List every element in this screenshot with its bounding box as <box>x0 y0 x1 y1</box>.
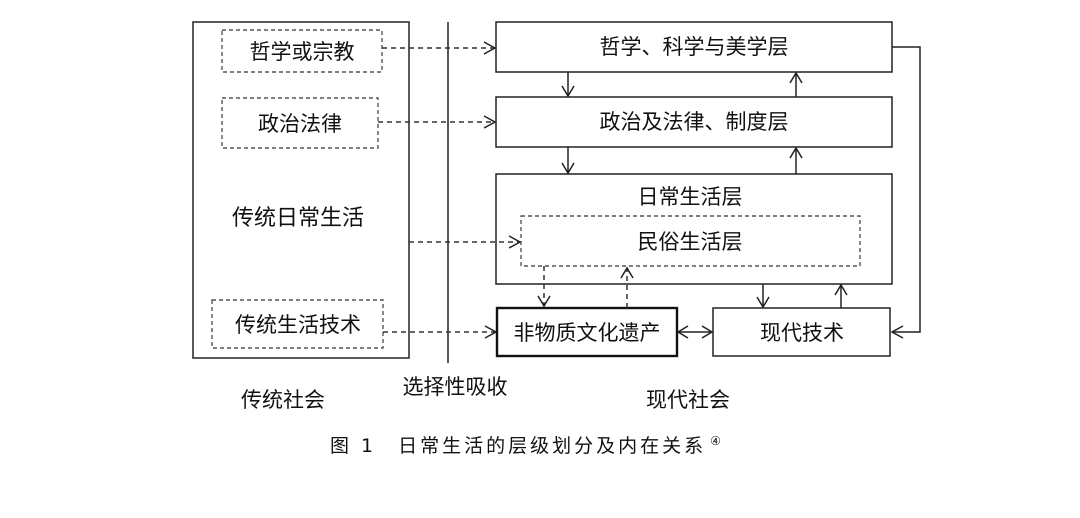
traditional-life-technique-box <box>211 299 384 349</box>
arrow-heritage-technology-bidirectional <box>676 325 714 339</box>
intangible-heritage-label: 非物质文化遗产 <box>514 321 661 345</box>
arrow-philosophy-dashed <box>382 41 497 55</box>
arrow-politics-dashed <box>378 115 497 129</box>
philosophy-religion-box <box>221 29 383 73</box>
politics-law-box <box>221 97 379 149</box>
traditional-society-label: 传统社会 <box>241 388 325 412</box>
daily-life-layer-label: 日常生活层 <box>638 185 743 209</box>
philosophy-religion-label: 哲学或宗教 <box>250 40 355 64</box>
politics-law-label: 政治法律 <box>258 112 342 136</box>
modern-society-label: 现代社会 <box>646 388 730 412</box>
philosophy-science-layer-box <box>495 21 893 73</box>
intangible-heritage-box <box>495 306 679 358</box>
arrow-philosophy-to-technology <box>890 46 921 339</box>
arrow-daily-life-dashed <box>409 235 522 249</box>
modern-technology-box <box>712 307 891 357</box>
arrow-down-philosophy-to-politics <box>561 72 575 98</box>
arrow-up-daily-to-politics <box>789 146 803 174</box>
arrow-down-daily-to-technology <box>756 284 770 309</box>
folk-life-layer-box <box>520 215 861 267</box>
traditional-daily-life-label: 传统日常生活 <box>232 206 364 231</box>
arrow-up-technology-to-daily <box>834 283 848 308</box>
modern-technology-label: 现代技术 <box>760 321 844 345</box>
caption-footnote-marker: ④ <box>710 434 724 448</box>
arrow-up-heritage-to-folk-dashed <box>620 266 634 308</box>
arrow-down-folk-to-heritage-dashed <box>537 266 551 308</box>
arrow-technique-dashed <box>383 325 498 339</box>
folk-life-layer-label: 民俗生活层 <box>638 230 743 254</box>
philosophy-science-layer-label: 哲学、科学与美学层 <box>600 35 789 59</box>
arrow-up-politics-to-philosophy <box>789 71 803 97</box>
traditional-life-technique-label: 传统生活技术 <box>235 313 361 337</box>
selective-absorption-label: 选择性吸收 <box>403 375 508 399</box>
arrow-down-politics-to-daily <box>561 147 575 175</box>
politics-law-layer-label: 政治及法律、制度层 <box>600 110 789 134</box>
figure-caption-text: 图 1 日常生活的层级划分及内在关系 <box>330 435 706 457</box>
figure-caption: 图 1 日常生活的层级划分及内在关系 ④ <box>330 434 724 457</box>
